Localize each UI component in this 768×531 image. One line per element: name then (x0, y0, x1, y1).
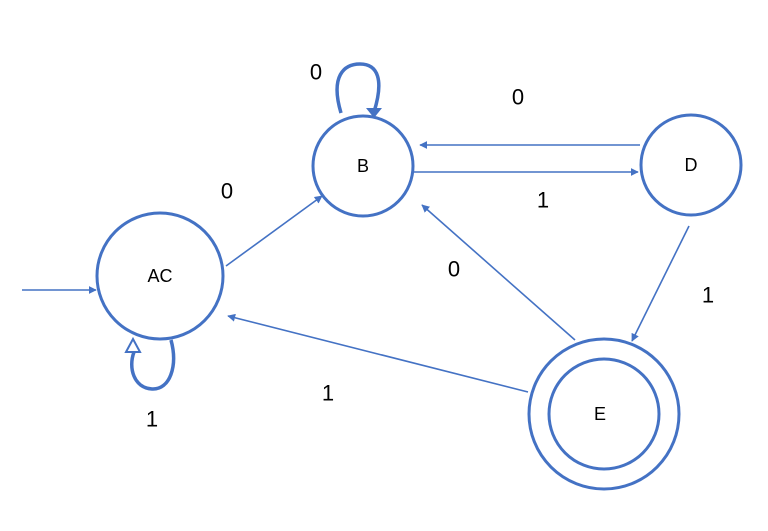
state-ac: AC (95, 211, 225, 341)
edge-d-to-e (631, 225, 690, 342)
self-loop-ac-arrowhead (124, 336, 142, 353)
self-loop-b (335, 62, 381, 114)
edge-ac-to-b (225, 195, 323, 267)
state-d-circle (639, 113, 743, 217)
label-e-to-b: 0 (448, 257, 460, 282)
edge-e-to-ac (227, 313, 529, 393)
label-d-to-e: 1 (702, 283, 714, 308)
label-ac-self: 1 (146, 407, 158, 432)
edge-e-to-b (421, 204, 576, 341)
state-ac-circle (95, 211, 225, 341)
label-e-to-ac: 1 (322, 381, 334, 406)
state-b: B (311, 114, 415, 218)
state-ac-label: AC (147, 266, 172, 286)
self-loop-b-arrowhead (366, 108, 382, 118)
state-e: E (527, 337, 681, 491)
state-e-inner-circle (547, 357, 661, 471)
label-b-to-d: 1 (537, 188, 549, 213)
state-d: D (639, 113, 743, 217)
label-b-self: 0 (310, 60, 322, 85)
label-d-to-b: 0 (512, 85, 524, 110)
state-b-label: B (357, 156, 369, 176)
state-e-label: E (594, 404, 606, 424)
self-loop-ac (130, 339, 176, 391)
state-d-label: D (685, 155, 698, 175)
label-ac-to-b: 0 (221, 179, 233, 204)
state-b-circle (311, 114, 415, 218)
